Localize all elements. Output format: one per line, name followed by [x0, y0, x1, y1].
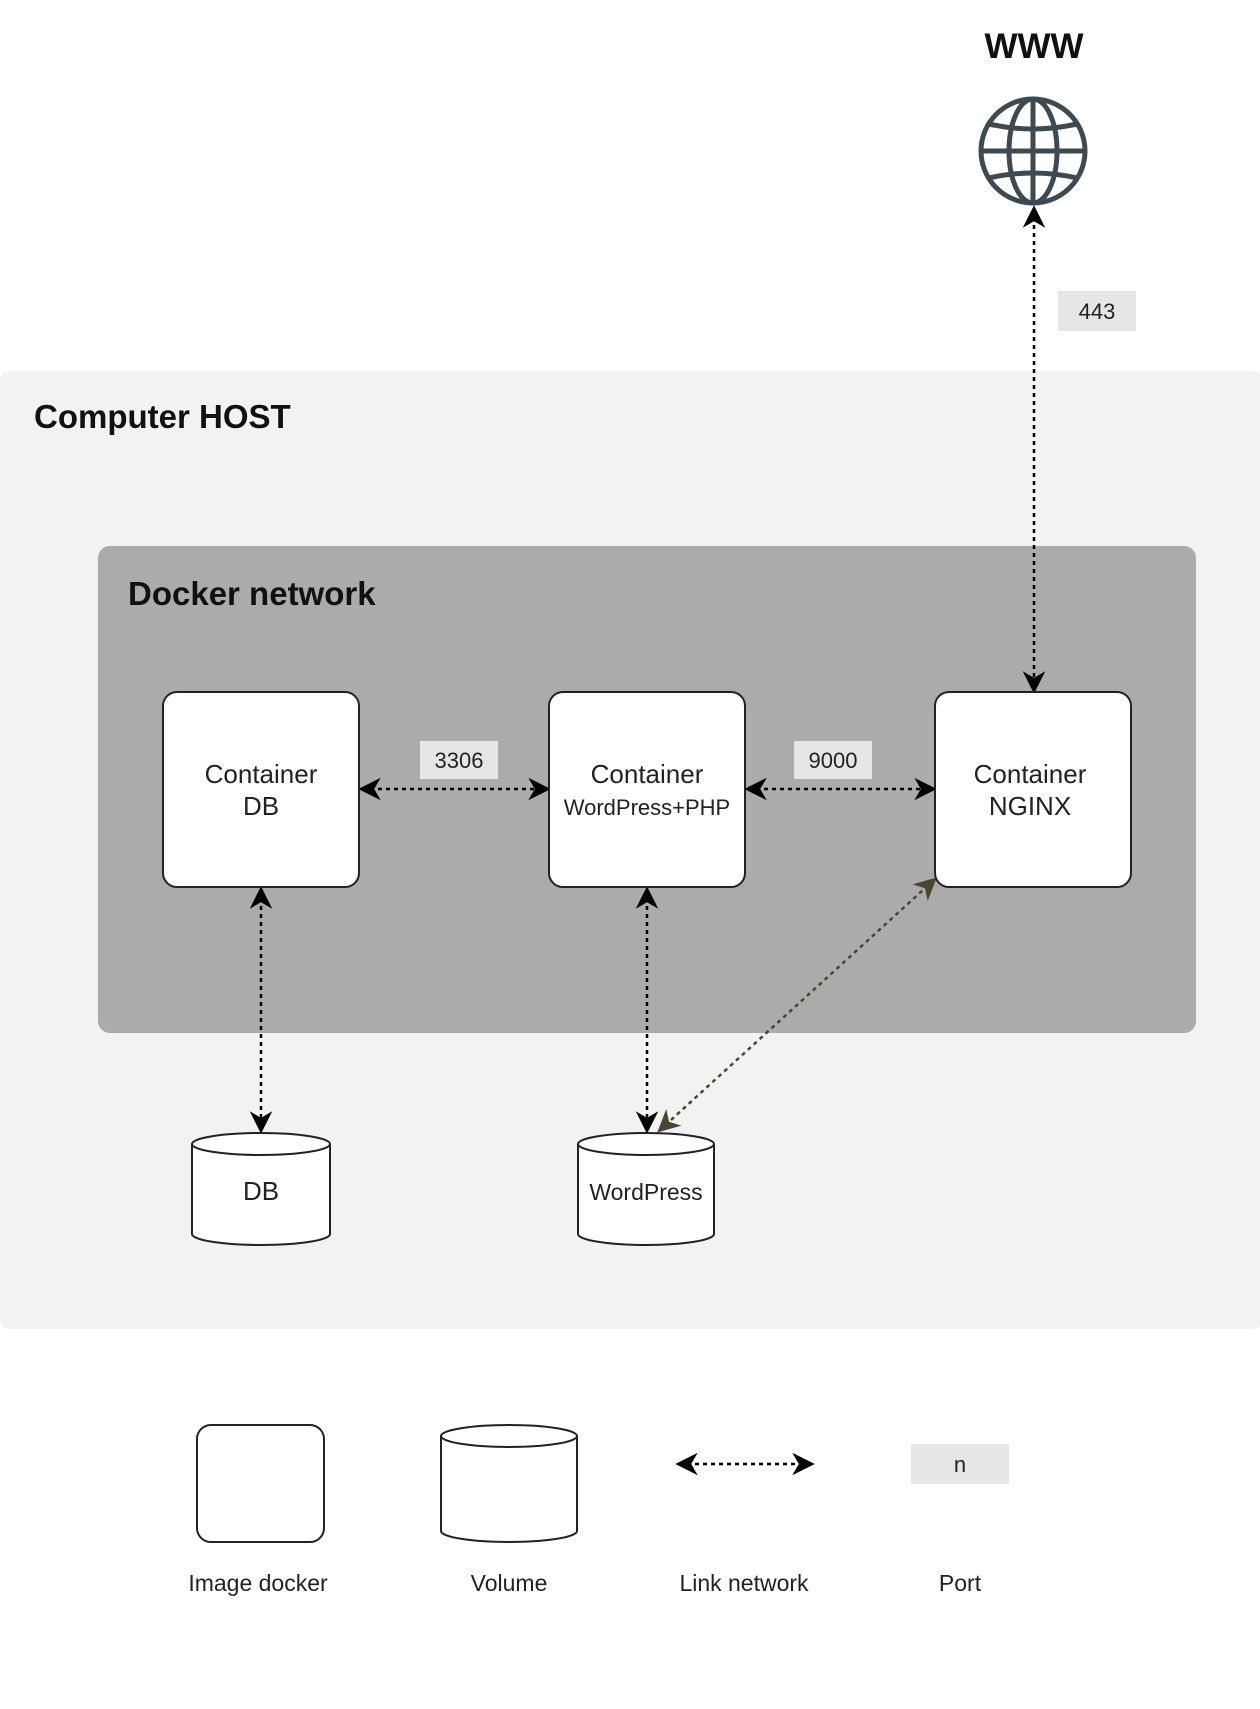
- legend-image-docker-label: Image docker: [188, 1570, 328, 1596]
- legend-link-network-label: Link network: [679, 1570, 809, 1596]
- www-label: WWW: [984, 27, 1083, 66]
- computer-host-label: Computer HOST: [34, 398, 291, 435]
- port-3306: 3306: [420, 741, 498, 779]
- legend-image-docker: Image docker: [188, 1424, 328, 1596]
- port-9000: 9000: [794, 741, 872, 779]
- svg-text:9000: 9000: [809, 748, 858, 773]
- container-db[interactable]: Container DB: [162, 691, 360, 888]
- container-db-name: DB: [243, 791, 279, 821]
- volume-wordpress[interactable]: WordPress: [577, 1132, 715, 1246]
- svg-text:443: 443: [1079, 299, 1116, 324]
- link-nginx-wordpress-volume: [657, 877, 937, 1133]
- container-nginx[interactable]: Container NGINX: [934, 691, 1132, 888]
- port-443: 443: [1058, 291, 1136, 331]
- volume-db-label: DB: [243, 1176, 279, 1206]
- legend-port-label: Port: [939, 1570, 982, 1596]
- container-wordpress-title: Container: [591, 759, 704, 789]
- globe-icon: [978, 96, 1088, 206]
- container-nginx-title: Container: [974, 759, 1087, 789]
- container-db-title: Container: [205, 759, 318, 789]
- container-nginx-name: NGINX: [989, 791, 1071, 821]
- volume-db[interactable]: DB: [191, 1132, 331, 1246]
- container-wordpress-name: WordPress+PHP: [564, 795, 730, 820]
- legend-volume: Volume: [440, 1424, 578, 1596]
- docker-network-label: Docker network: [128, 575, 376, 612]
- volume-wordpress-label: WordPress: [589, 1179, 702, 1205]
- svg-text:3306: 3306: [435, 748, 484, 773]
- container-wordpress-php[interactable]: Container WordPress+PHP: [548, 691, 746, 888]
- legend-port-sample: n: [954, 1452, 966, 1477]
- legend-port: n Port: [911, 1444, 1009, 1596]
- legend-link-network: Link network: [675, 1452, 815, 1596]
- legend-volume-label: Volume: [471, 1570, 548, 1596]
- legend: Image docker Volume Link network n Port: [188, 1424, 1009, 1596]
